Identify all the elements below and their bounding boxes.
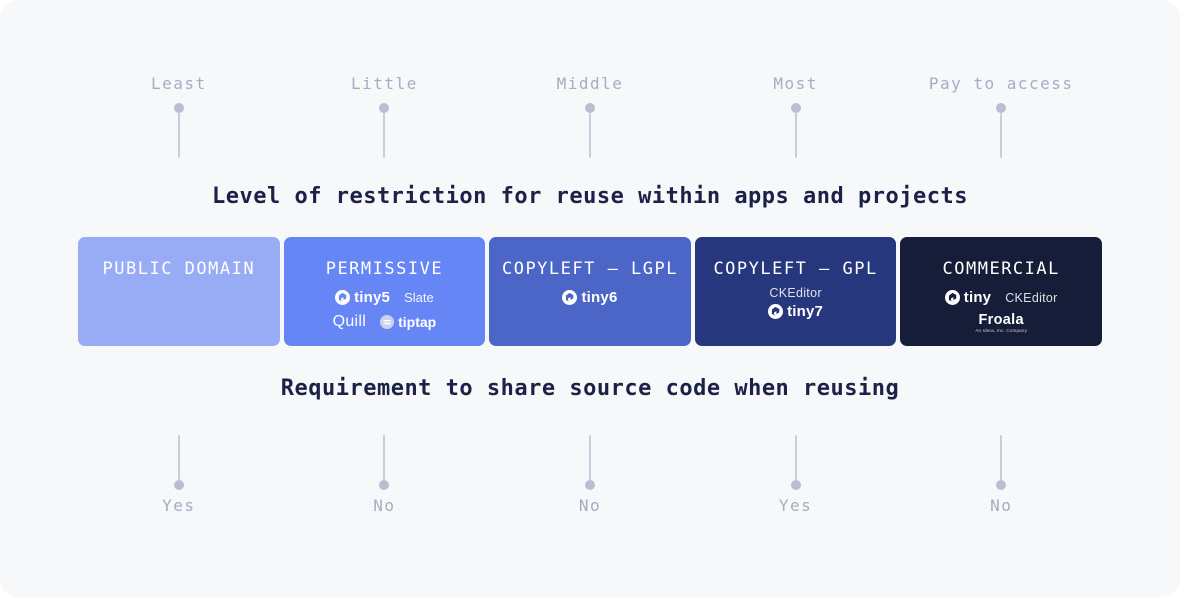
pin-marker — [584, 435, 595, 490]
axis-label: Least — [150, 74, 207, 93]
tiptap-logo: tiptap — [380, 314, 436, 330]
tiny6-wordmark: tiny6 — [581, 289, 618, 306]
pin-marker — [584, 103, 595, 158]
logo-row: tiny CKEditor — [944, 289, 1058, 306]
pin-dot — [379, 103, 390, 113]
pin-stem — [794, 113, 797, 158]
pin-dot — [379, 480, 390, 490]
ckeditor-logo: CKEditor — [1005, 290, 1058, 305]
pin-stem — [1000, 435, 1003, 480]
restriction-level-axis: Least Little Middle Most Pay to access — [0, 0, 1180, 158]
pin-dot — [790, 480, 801, 490]
froala-wordmark: Froala — [978, 312, 1024, 328]
logo-row: tiny5 Slate — [335, 289, 434, 306]
pin-marker — [379, 435, 390, 490]
pin-dot — [584, 103, 595, 113]
pin-marker — [173, 103, 184, 158]
pin-stem — [1000, 113, 1003, 158]
axis-col-pay: Pay to access — [900, 74, 1102, 158]
axis-col-least: Least — [78, 74, 280, 158]
axis-label: Most — [773, 74, 818, 93]
logo-rows: tiny5 Slate Quill tiptap — [333, 289, 437, 331]
card-title: PERMISSIVE — [325, 259, 444, 279]
card-copyleft-lgpl: COPYLEFT – LGPL tiny6 — [489, 237, 691, 346]
axis-col-no-2: No — [489, 435, 691, 516]
card-title: COPYLEFT – LGPL — [501, 259, 678, 279]
pin-dot — [173, 480, 184, 490]
pin-dot — [996, 103, 1007, 113]
logo-row: tiny6 — [562, 289, 617, 306]
tiptap-icon — [380, 315, 395, 329]
tiny5-wordmark: tiny5 — [354, 289, 391, 306]
quill-logo: Quill — [332, 313, 367, 330]
slate-logo: Slate — [404, 290, 434, 305]
card-title: PUBLIC DOMAIN — [102, 259, 256, 279]
card-copyleft-gpl: COPYLEFT – GPL CKEditor tiny7 — [694, 237, 897, 346]
tiptap-wordmark: tiptap — [398, 314, 437, 330]
tiny-icon — [768, 304, 784, 319]
tiny-wordmark: tiny — [963, 289, 992, 306]
axis-label: Yes — [162, 496, 196, 515]
axis-col-most: Most — [695, 74, 897, 158]
card-title: COMMERCIAL — [942, 259, 1060, 279]
axis-label: No — [990, 496, 1013, 515]
pin-stem — [588, 113, 591, 158]
pin-marker — [996, 435, 1007, 490]
axis-label: Pay to access — [928, 74, 1074, 93]
logo-row: Froala An Idera, Inc. Company — [975, 313, 1027, 334]
ckeditor-logo: CKEditor — [769, 286, 822, 300]
tiny-icon — [562, 290, 578, 305]
logo-rows: tiny CKEditor Froala An Idera, Inc. Comp… — [944, 289, 1058, 334]
pin-stem — [588, 435, 591, 480]
axis-col-yes-1: Yes — [78, 435, 280, 516]
logo-rows: tiny6 — [562, 289, 617, 306]
axis-col-no-3: No — [900, 435, 1102, 516]
tiny7-wordmark: tiny7 — [787, 303, 824, 320]
pin-stem — [383, 435, 386, 480]
tiny5-logo: tiny5 — [335, 289, 390, 306]
card-commercial: COMMERCIAL tiny CKEditor Froala An Idera… — [900, 237, 1102, 346]
pin-dot — [584, 480, 595, 490]
pin-dot — [996, 480, 1007, 490]
card-title: COPYLEFT – GPL — [713, 259, 878, 279]
restriction-heading: Level of restriction for reuse within ap… — [212, 184, 968, 209]
froala-logo: Froala An Idera, Inc. Company — [975, 313, 1027, 334]
pin-marker — [379, 103, 390, 158]
pin-marker — [790, 435, 801, 490]
card-public-domain: PUBLIC DOMAIN — [78, 237, 280, 346]
tiny-icon — [944, 290, 960, 305]
axis-label: No — [578, 496, 602, 515]
logo-row: Quill tiptap — [333, 313, 437, 331]
froala-tagline: An Idera, Inc. Company — [975, 328, 1028, 333]
license-cards-row: PUBLIC DOMAIN PERMISSIVE tiny5 Slate Qui… — [0, 237, 1180, 346]
axis-col-middle: Middle — [489, 74, 691, 158]
axis-col-no-1: No — [284, 435, 486, 516]
pin-marker — [996, 103, 1007, 158]
axis-label: Middle — [556, 74, 624, 93]
pin-marker — [173, 435, 184, 490]
axis-label: Yes — [778, 496, 813, 515]
tiny-logo: tiny — [944, 289, 992, 306]
pin-stem — [794, 435, 797, 480]
pin-stem — [177, 113, 180, 158]
tiny6-logo: tiny6 — [562, 289, 617, 306]
pin-dot — [173, 103, 184, 113]
card-permissive: PERMISSIVE tiny5 Slate Quill tiptap — [283, 237, 486, 346]
pin-stem — [383, 113, 386, 158]
tiny7-logo: tiny7 — [768, 303, 823, 320]
logo-rows: CKEditor tiny7 — [768, 286, 823, 320]
share-requirement-axis: Yes No No Yes No — [0, 401, 1180, 516]
axis-col-little: Little — [284, 74, 486, 158]
axis-label: Little — [350, 74, 418, 93]
axis-col-yes-2: Yes — [695, 435, 897, 516]
source-share-heading: Requirement to share source code when re… — [280, 376, 900, 401]
pin-marker — [790, 103, 801, 158]
axis-label: No — [373, 496, 396, 515]
pin-stem — [177, 435, 180, 480]
tiny-icon — [335, 290, 351, 305]
pin-dot — [790, 103, 801, 113]
